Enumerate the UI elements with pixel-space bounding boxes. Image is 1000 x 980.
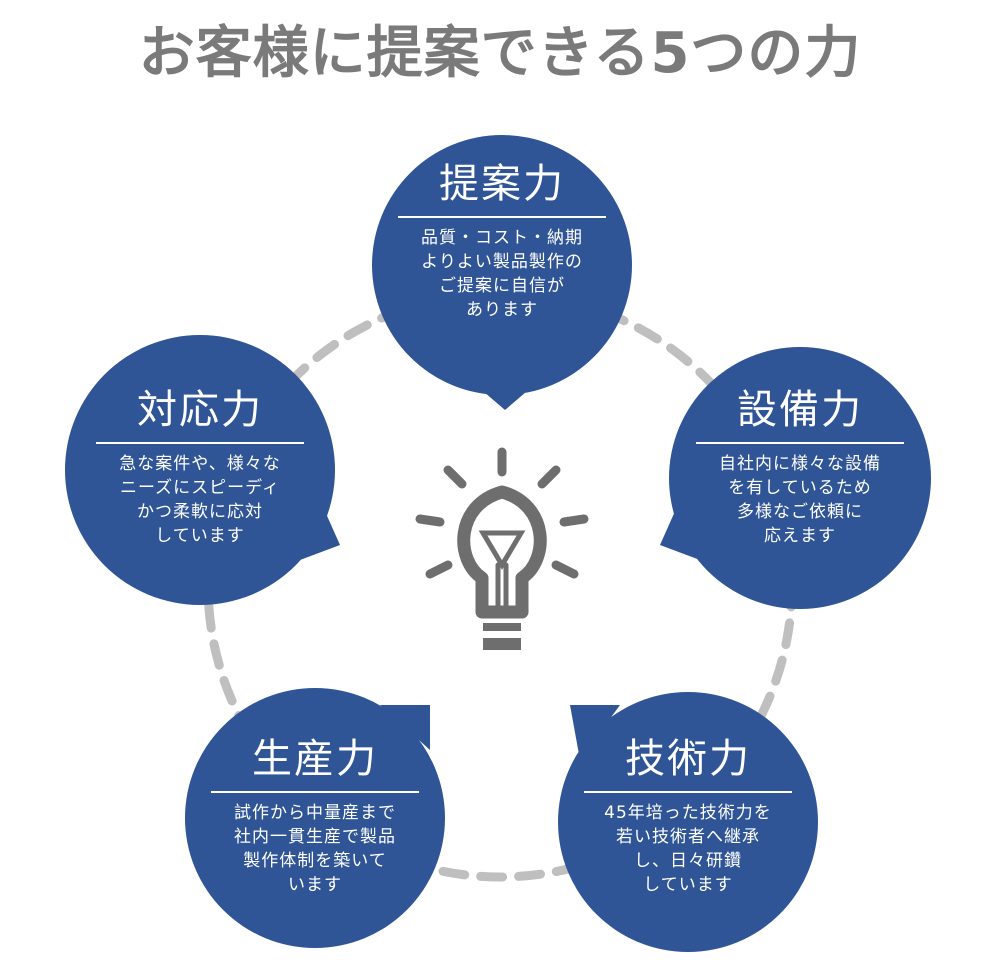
card-description: 試作から中量産まで 社内一貫生産で製品 製作体制を築いて います: [234, 803, 396, 895]
card-title: 提案力: [439, 161, 565, 207]
divider: [211, 791, 419, 793]
lightbulb-icon: [415, 447, 589, 650]
bubble-proposal: [372, 135, 632, 395]
bubble-tail-equipment: [660, 500, 700, 560]
card-equipment: 設備力 自社内に様々な設備 を有しているため 多様なご依頼に 応えます: [670, 384, 930, 548]
bubble-tail-production: [380, 705, 430, 750]
card-title: 生産力: [252, 736, 378, 782]
card-description: 品質・コスト・納期 よりよい製品製作の ご提案に自信が あります: [421, 228, 583, 320]
bubbles: [65, 135, 931, 952]
card-description: 自社内に様々な設備 を有しているため 多様なご依頼に 応えます: [719, 454, 881, 546]
card-description: 45年培った技術力を 若い技術者へ継承 し、日々研鑽 しています: [604, 803, 772, 895]
card-title: 技術力: [625, 736, 751, 782]
card-proposal: 提案力 品質・コスト・納期 よりよい製品製作の ご提案に自信が あります: [372, 158, 632, 322]
bubble-tail-response: [300, 500, 340, 560]
divider: [398, 216, 606, 218]
bubble-technology: [558, 692, 818, 952]
page-title: お客様に提案できる5つの力: [138, 21, 862, 86]
bubble-tail-proposal: [470, 380, 540, 410]
card-description: 急な案件や、様々な ニーズにスピーディ かつ柔軟に応対 しています: [119, 454, 281, 546]
divider: [96, 442, 304, 444]
card-title: 設備力: [737, 387, 863, 433]
card-response: 対応力 急な案件や、様々な ニーズにスピーディ かつ柔軟に応対 しています: [70, 384, 330, 548]
divider: [696, 442, 904, 444]
card-production: 生産力 試作から中量産まで 社内一貫生産で製品 製作体制を築いて います: [185, 733, 445, 897]
bubble-production: [185, 688, 445, 948]
bubble-equipment: [669, 347, 931, 609]
bubble-response: [65, 335, 335, 605]
bubble-tail-technology: [570, 705, 620, 760]
card-title: 対応力: [137, 387, 263, 433]
divider: [584, 791, 792, 793]
card-technology: 技術力 45年培った技術力を 若い技術者へ継承 し、日々研鑽 しています: [558, 733, 818, 897]
